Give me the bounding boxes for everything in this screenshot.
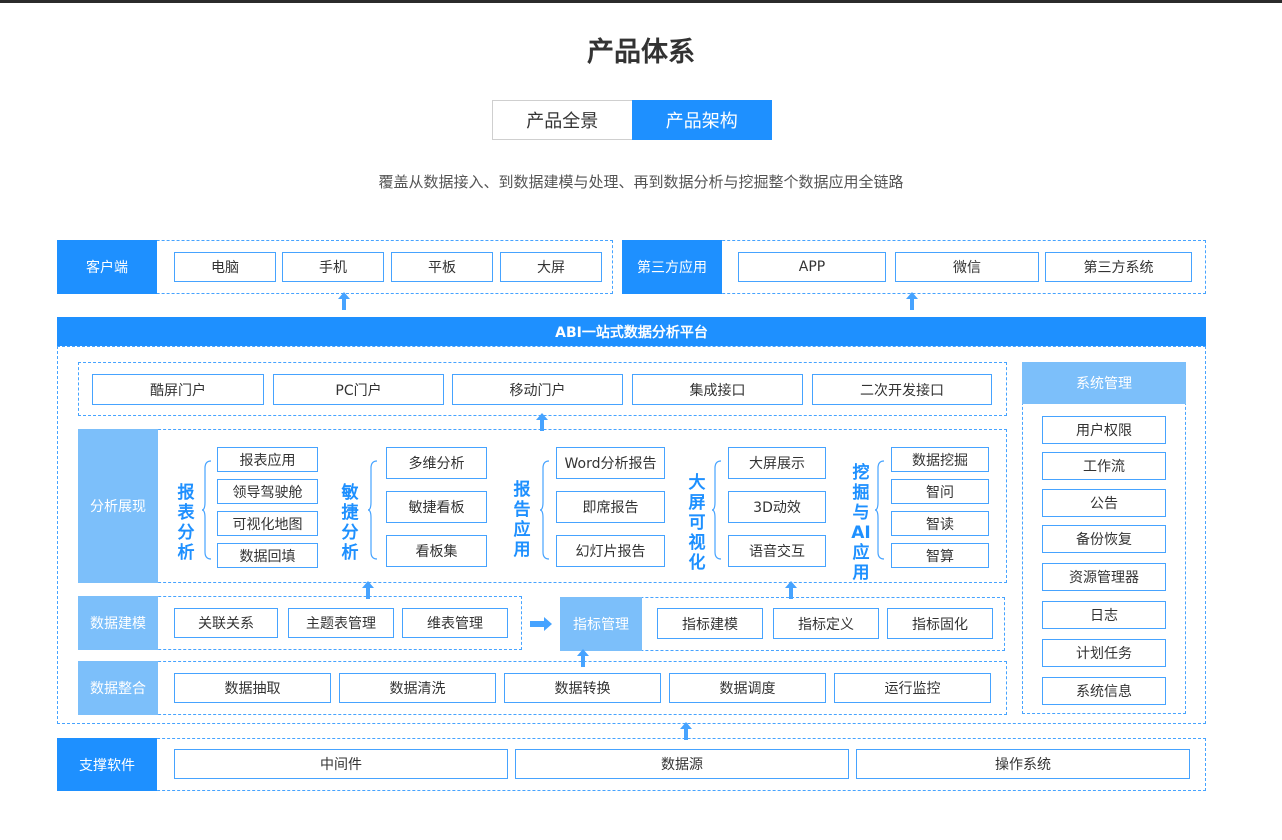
support-item-os: 操作系统 [856,749,1190,779]
system-item-permissions: 用户权限 [1042,416,1166,444]
integration-item-transform: 数据转换 [504,673,661,703]
system-item-scheduled-tasks: 计划任务 [1042,639,1166,667]
subtitle: 覆盖从数据接入、到数据建模与处理、再到数据分析与挖掘整个数据应用全链路 [378,173,904,191]
portal-item-pc: PC门户 [273,374,444,405]
tab-product-architecture[interactable]: 产品架构 [631,100,772,140]
system-item-sysinfo: 系统信息 [1042,677,1166,705]
arrow-up-icon [906,292,918,310]
integration-item-schedule: 数据调度 [669,673,826,703]
system-item-workflow: 工作流 [1042,452,1166,480]
metrics-label: 指标管理 [560,597,642,651]
client-item-pc: 电脑 [174,252,276,282]
tab-bar: 产品全景 产品架构 [492,100,772,140]
portal-item-integration-api: 集成接口 [632,374,803,405]
bigscreen-title: 大屏可视化 [688,473,706,573]
portal-item-dev-api: 二次开发接口 [812,374,992,405]
system-item-notice: 公告 [1042,489,1166,517]
metrics-item-solidify: 指标固化 [887,608,993,639]
third-party-item-system: 第三方系统 [1045,252,1192,282]
top-border [0,0,1282,3]
report-app-item-adhoc: 即席报告 [556,491,665,523]
report-analysis-title: 报表分析 [177,483,195,563]
report-item-cockpit: 领导驾驶舱 [217,479,318,504]
arrow-up-icon [680,722,692,740]
integration-item-monitor: 运行监控 [834,673,991,703]
modeling-item-subject-table: 主题表管理 [288,608,394,638]
platform-container [57,346,1206,724]
bigscreen-item-3d: 3D动效 [728,491,826,523]
integration-item-clean: 数据清洗 [339,673,496,703]
third-party-label: 第三方应用 [622,240,722,294]
system-item-backup: 备份恢复 [1042,525,1166,553]
tab-product-overview[interactable]: 产品全景 [492,100,632,140]
system-item-log: 日志 [1042,601,1166,629]
metrics-item-definition: 指标定义 [773,608,879,639]
support-label: 支撑软件 [57,738,157,791]
brace-icon [202,460,212,560]
metrics-item-modeling: 指标建模 [657,608,763,639]
client-item-tablet: 平板 [391,252,493,282]
modeling-item-relations: 关联关系 [174,608,278,638]
modeling-label: 数据建模 [78,596,158,650]
client-item-phone: 手机 [282,252,384,282]
report-app-title: 报告应用 [513,480,531,560]
mining-item-compute: 智算 [891,543,989,568]
bigscreen-item-display: 大屏展示 [728,447,826,479]
platform-bar: ABI一站式数据分析平台 [57,317,1206,346]
agile-item-board-set: 看板集 [386,535,487,567]
third-party-item-app: APP [738,252,886,282]
report-item-app: 报表应用 [217,447,318,472]
page-title: 产品体系 [587,37,695,68]
third-party-item-wechat: 微信 [895,252,1039,282]
support-item-datasource: 数据源 [515,749,849,779]
agile-analysis-title: 敏捷分析 [341,483,359,563]
mining-item-datamining: 数据挖掘 [891,447,989,472]
system-label: 系统管理 [1022,362,1186,404]
bigscreen-item-voice: 语音交互 [728,535,826,567]
brace-icon [875,460,885,560]
portal-item-mobile: 移动门户 [452,374,623,405]
brace-icon [540,460,550,560]
client-label: 客户端 [57,240,157,294]
client-item-bigscreen: 大屏 [500,252,602,282]
mining-item-read: 智读 [891,511,989,536]
report-item-backfill: 数据回填 [217,543,318,568]
arrow-right-icon [530,617,552,631]
portal-item-cool-screen: 酷屏门户 [92,374,264,405]
report-app-item-word: Word分析报告 [556,447,665,479]
arrow-up-icon [577,649,589,667]
mining-ai-title: 挖掘与AI应用 [851,463,871,583]
agile-item-multidim: 多维分析 [386,447,487,479]
analysis-label: 分析展现 [78,429,158,583]
arrow-up-icon [536,413,548,431]
arrow-up-icon [785,581,797,599]
integration-item-extract: 数据抽取 [174,673,331,703]
report-item-map: 可视化地图 [217,511,318,536]
system-item-resources: 资源管理器 [1042,563,1166,591]
arrow-up-icon [338,292,350,310]
support-item-middleware: 中间件 [174,749,508,779]
integration-label: 数据整合 [78,661,158,715]
modeling-item-dim-table: 维表管理 [402,608,508,638]
brace-icon [368,460,378,560]
mining-item-ask: 智问 [891,479,989,504]
arrow-up-icon [362,581,374,599]
agile-item-board: 敏捷看板 [386,491,487,523]
brace-icon [712,460,722,560]
report-app-item-slides: 幻灯片报告 [556,535,665,567]
